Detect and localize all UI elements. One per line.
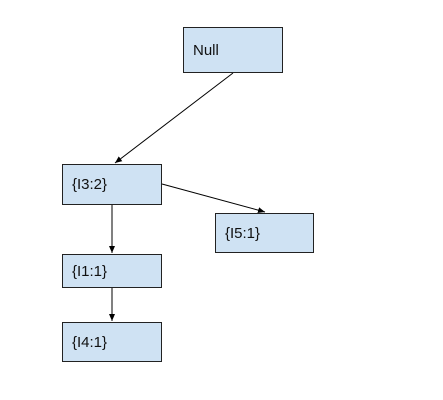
node-i1: {I1:1} xyxy=(62,254,162,288)
node-i5: {I5:1} xyxy=(215,213,314,253)
node-i4-label: {I4:1} xyxy=(72,333,108,351)
node-null-label: Null xyxy=(193,41,219,59)
node-i3: {I3:2} xyxy=(62,164,162,205)
node-i4: {I4:1} xyxy=(62,322,162,362)
node-i1-label: {I1:1} xyxy=(72,262,108,280)
node-i5-label: {I5:1} xyxy=(225,224,261,242)
node-null: Null xyxy=(183,27,283,73)
node-i3-label: {I3:2} xyxy=(72,176,108,193)
edge-i3-to-i5 xyxy=(161,183,266,214)
edge-null-to-i3 xyxy=(114,72,234,164)
